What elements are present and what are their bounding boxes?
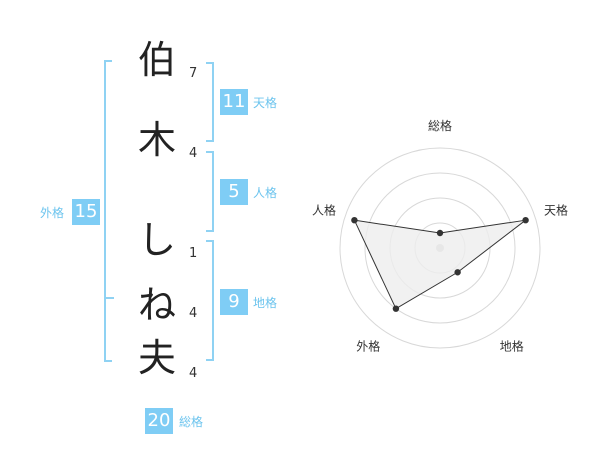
radar-axis-label-4: 外格 (356, 339, 380, 354)
name-char-3: し (137, 218, 176, 262)
radar-ring-3 (364, 172, 516, 324)
radar-axis-label-5: 人格 (312, 202, 336, 217)
name-char-4: ね (137, 283, 176, 327)
bracket-chikaku (206, 240, 214, 361)
radar-point-4 (392, 305, 400, 312)
tenkaku-label: 天格 (253, 96, 278, 110)
jinkaku-label: 人格 (253, 186, 278, 200)
name-char-2: 木 (137, 118, 176, 162)
radar-point-1 (436, 229, 444, 237)
stroke-count-5: 4 (189, 366, 198, 381)
bracket-jinkaku (206, 151, 214, 232)
name-char-5: 夫 (137, 336, 176, 380)
tenkaku-value: 11 (220, 89, 248, 115)
radar-axis-label-3: 地格 (500, 339, 524, 354)
chikaku-value: 9 (220, 289, 248, 315)
radar-polygon (353, 219, 526, 310)
stroke-count-2: 4 (189, 146, 198, 161)
stroke-count-3: 1 (189, 246, 198, 261)
gaikaku-label: 外格 (40, 206, 65, 220)
jinkaku-value: 5 (220, 179, 248, 205)
gaikaku-value: 15 (72, 199, 100, 225)
stroke-count-1: 7 (189, 66, 198, 81)
radar-point-5 (351, 216, 358, 224)
bracket-tenkaku (206, 62, 214, 142)
radar-axis-label-2: 天格 (544, 202, 568, 217)
radar-axis-label-1: 総格 (428, 118, 452, 133)
soukaku-value: 20 (145, 408, 173, 434)
radar-ring-4 (339, 147, 541, 349)
bracket-gaikaku (104, 60, 112, 362)
bracket-gaikaku-tick (104, 297, 114, 299)
stroke-count-4: 4 (189, 306, 198, 321)
name-char-1: 伯 (137, 38, 176, 82)
radar-point-3 (454, 269, 461, 276)
radar-point-2 (522, 216, 529, 224)
chikaku-label: 地格 (253, 296, 278, 310)
soukaku-label: 総格 (179, 415, 204, 429)
